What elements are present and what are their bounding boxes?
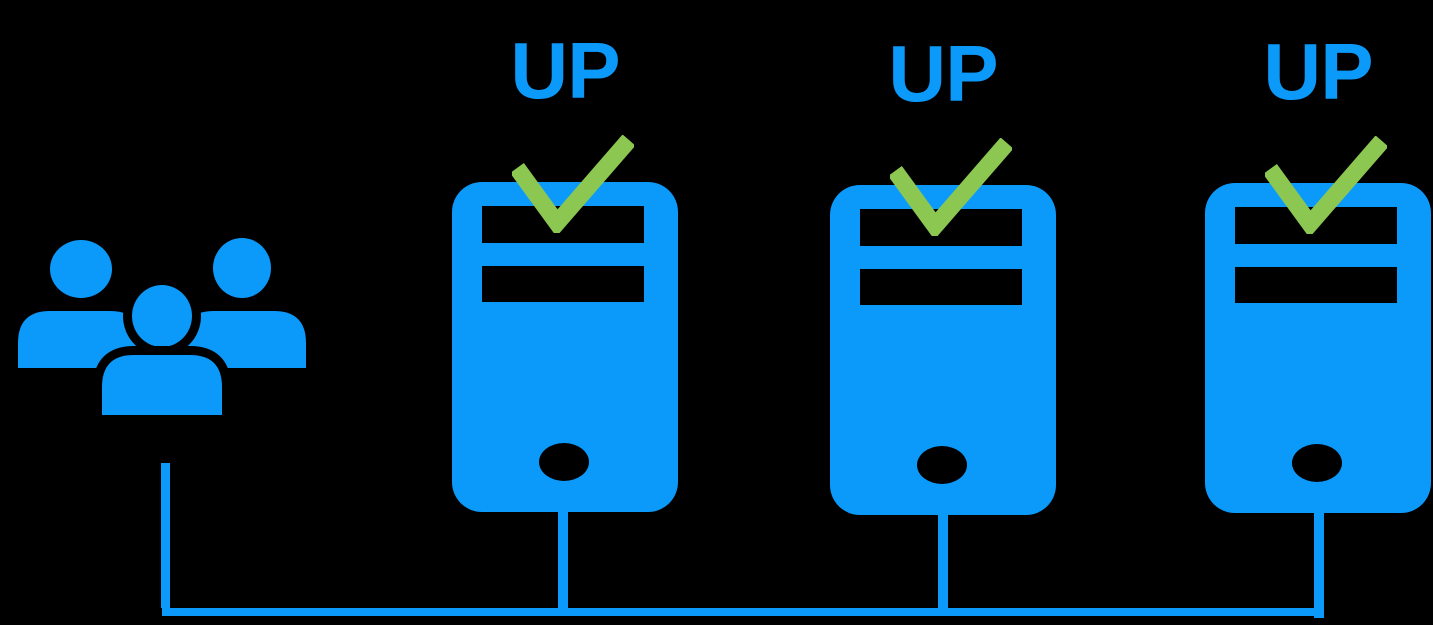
users-group-icon	[18, 238, 306, 417]
server-node: UP	[452, 31, 678, 512]
server-node: UP	[830, 34, 1056, 515]
checkmark-icon	[1265, 136, 1387, 234]
server-icon	[1205, 183, 1431, 513]
checkmark-icon	[512, 135, 634, 233]
checkmark-icon	[890, 138, 1012, 236]
server-status-label: UP	[888, 29, 998, 118]
server-status-label: UP	[1263, 27, 1373, 116]
server-node: UP	[1205, 32, 1431, 513]
server-icon	[452, 182, 678, 512]
server-status-label: UP	[510, 26, 620, 115]
